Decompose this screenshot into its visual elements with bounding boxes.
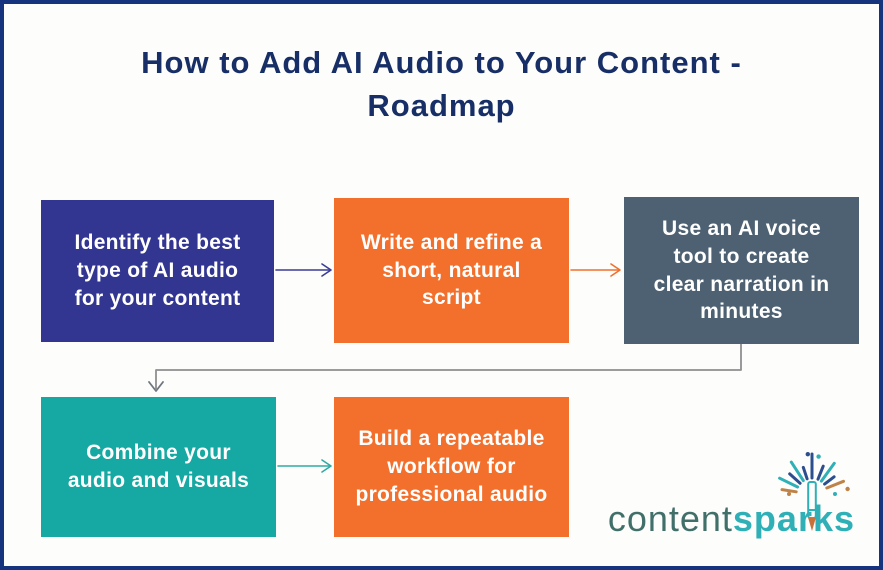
- step-box-repeatable-workflow: Build a repeatable workflow for professi…: [334, 397, 569, 537]
- logo-wordmark: contentsparks: [608, 498, 855, 540]
- page-title: How to Add AI Audio to Your Content - Ro…: [141, 45, 742, 123]
- logo-artwork: [778, 452, 850, 531]
- step-box-ai-voice-tool: Use an AI voice tool to create clear nar…: [624, 197, 859, 344]
- logo-text-content: content: [607, 498, 733, 539]
- pencil-icon: [807, 481, 817, 531]
- step-box-write-script: Write and refine a short, natural script: [334, 198, 569, 343]
- step-label: Use an AI voice tool to create clear nar…: [653, 217, 830, 324]
- connector-elbow-arrow-icon: [148, 344, 742, 392]
- step-label: Combine your audio and visuals: [67, 441, 250, 492]
- step-label: Build a repeatable workflow for professi…: [355, 427, 548, 506]
- spark-rays-icon: [778, 452, 850, 496]
- arrow-right-icon: [277, 459, 332, 473]
- step-box-combine-audio-visuals: Combine your audio and visuals: [41, 397, 276, 537]
- arrow-right-icon: [570, 263, 621, 277]
- step-box-identify-audio-type: Identify the best type of AI audio for y…: [41, 200, 274, 342]
- step-label: Write and refine a short, natural script: [360, 230, 543, 310]
- logo-text-sparks: sparks: [732, 498, 855, 539]
- brand-logo: contentsparks: [583, 444, 859, 548]
- step-label: Identify the best type of AI audio for y…: [74, 231, 241, 310]
- arrow-right-icon: [275, 263, 332, 277]
